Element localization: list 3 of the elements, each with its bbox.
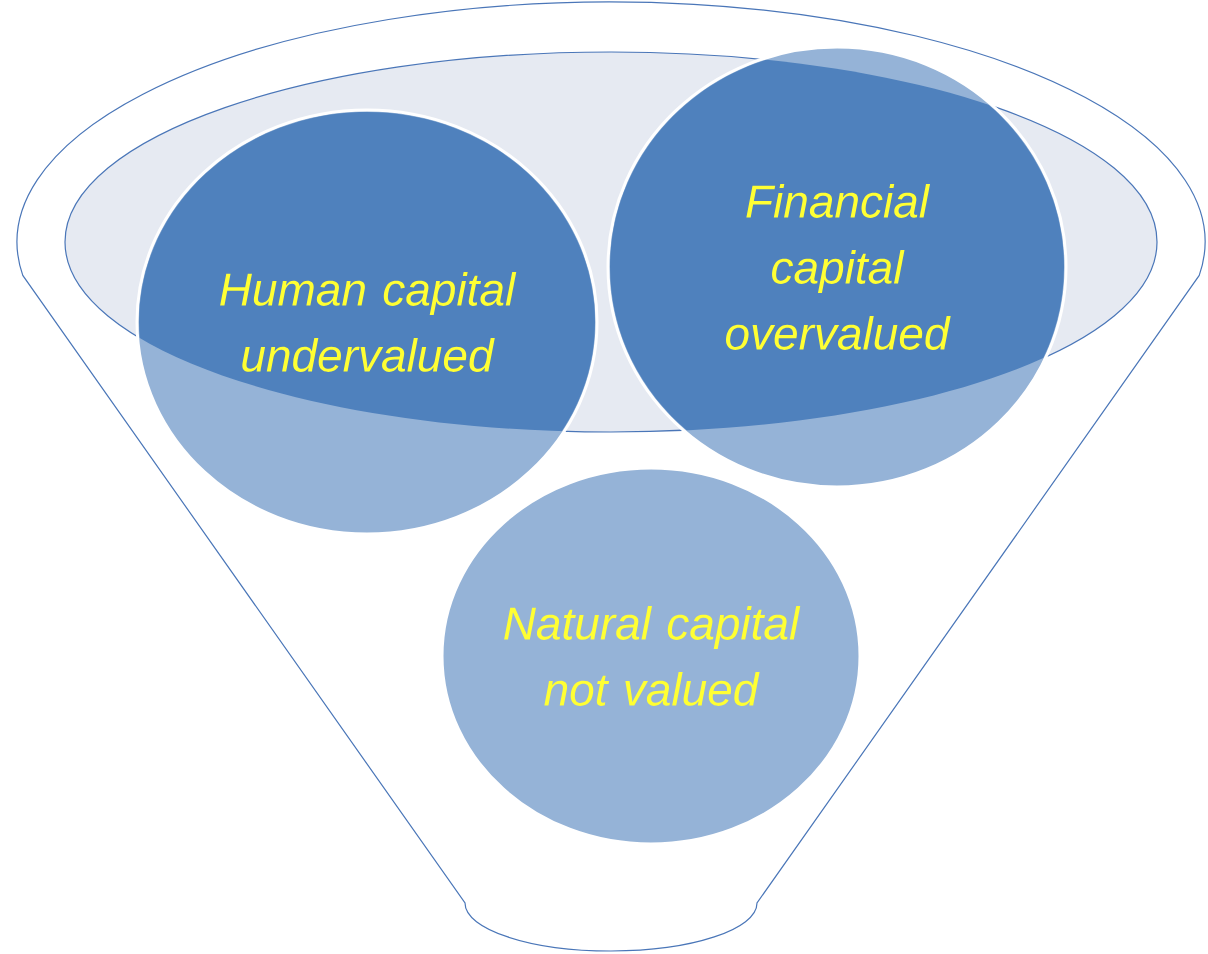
circle-node: Financial capital overvalued [606,45,1068,489]
circle-node: Human capital undervalued [135,108,599,536]
circle-node: Natural capital not valued [440,466,862,846]
